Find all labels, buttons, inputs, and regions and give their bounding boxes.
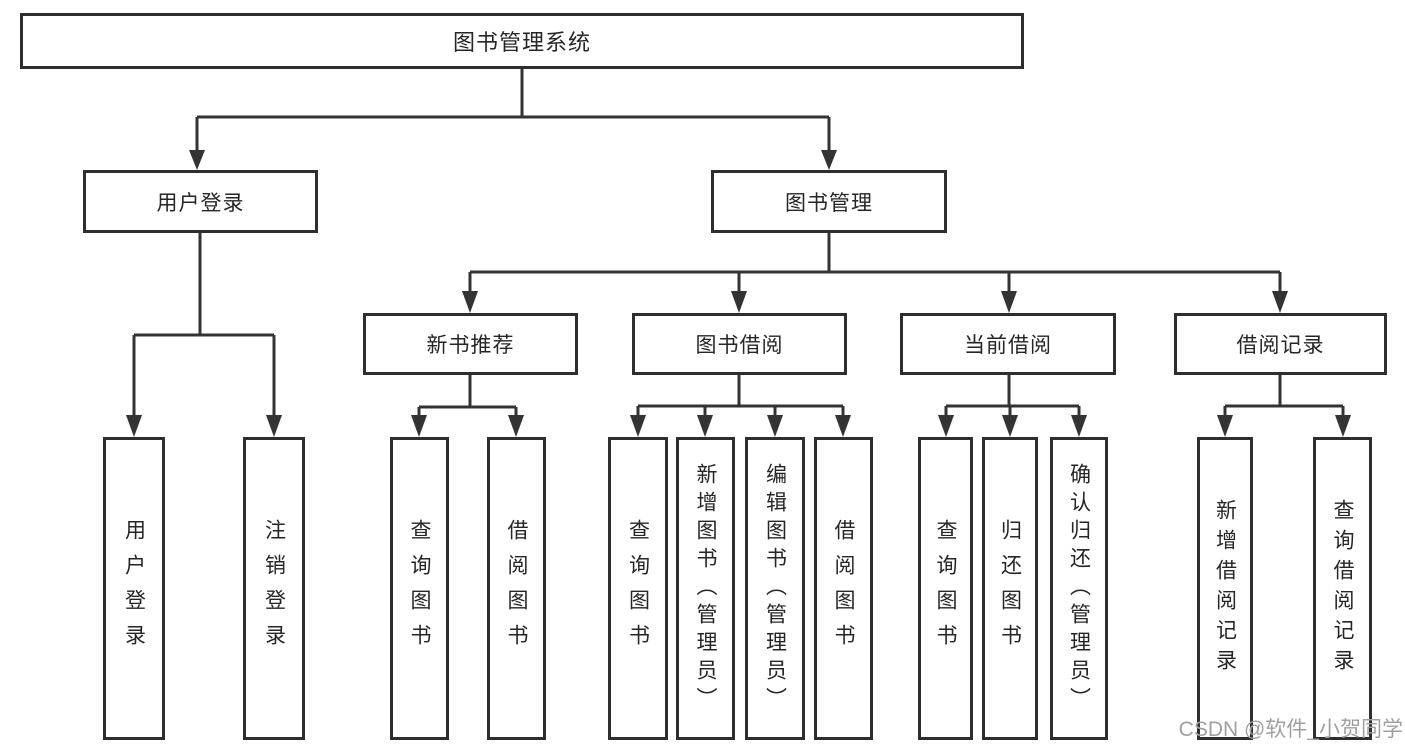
- leaf-query-books-recommend-label: 查询图书: [408, 518, 431, 659]
- leaf-user-login: 用户登录: [103, 437, 165, 740]
- leaf-borrow-books-borrow-label: 借阅图书: [832, 518, 855, 659]
- leaf-borrow-books-recommend: 借阅图书: [487, 437, 546, 740]
- leaf-user-login-label: 用户登录: [122, 518, 146, 659]
- leaf-return-books: 归还图书: [982, 437, 1038, 740]
- leaf-borrow-books-recommend-label: 借阅图书: [505, 518, 528, 659]
- node-borrow-records: 借阅记录: [1174, 313, 1387, 375]
- leaf-query-books-borrow: 查询图书: [608, 437, 668, 740]
- leaf-query-borrow-record: 查询借阅记录: [1313, 437, 1372, 740]
- leaf-add-borrow-record-label: 新增借阅记录: [1213, 498, 1237, 679]
- leaf-query-books-current-label: 查询图书: [934, 518, 957, 659]
- csdn-watermark: CSDN @软件_小贺同学: [1178, 718, 1403, 741]
- node-book-management-label: 图书管理: [785, 191, 873, 215]
- leaf-add-book-admin-label: 新增图书（管理员）: [694, 462, 717, 715]
- leaf-return-books-label: 归还图书: [998, 518, 1022, 659]
- node-new-book-recommend: 新书推荐: [363, 313, 578, 375]
- node-root: 图书管理系统: [20, 13, 1024, 69]
- node-book-borrow-label: 图书借阅: [695, 334, 784, 357]
- leaf-query-books-current: 查询图书: [918, 437, 973, 740]
- leaf-add-borrow-record: 新增借阅记录: [1197, 437, 1253, 740]
- node-current-borrow: 当前借阅: [900, 313, 1116, 375]
- node-user-login-label: 用户登录: [156, 191, 245, 215]
- leaf-logout-label: 注销登录: [262, 518, 286, 659]
- leaf-confirm-return-admin: 确认归还（管理员）: [1050, 437, 1108, 740]
- node-borrow-records-label: 借阅记录: [1236, 334, 1325, 357]
- leaf-borrow-books-borrow: 借阅图书: [814, 437, 873, 740]
- node-book-management: 图书管理: [711, 170, 947, 233]
- leaf-edit-book-admin: 编辑图书（管理员）: [745, 437, 805, 740]
- node-new-book-recommend-label: 新书推荐: [426, 334, 515, 357]
- leaf-add-book-admin: 新增图书（管理员）: [676, 437, 735, 740]
- leaf-edit-book-admin-label: 编辑图书（管理员）: [763, 462, 787, 715]
- node-book-borrow: 图书借阅: [632, 313, 847, 375]
- node-user-login: 用户登录: [83, 170, 318, 233]
- node-current-borrow-label: 当前借阅: [964, 334, 1052, 357]
- leaf-query-borrow-record-label: 查询借阅记录: [1331, 498, 1354, 679]
- node-root-label: 图书管理系统: [452, 30, 591, 55]
- leaf-query-books-borrow-label: 查询图书: [626, 518, 650, 659]
- arrowheads: [126, 150, 1351, 437]
- leaf-query-books-recommend: 查询图书: [390, 437, 449, 740]
- leaf-confirm-return-admin-label: 确认归还（管理员）: [1067, 462, 1091, 715]
- leaf-logout: 注销登录: [243, 437, 305, 740]
